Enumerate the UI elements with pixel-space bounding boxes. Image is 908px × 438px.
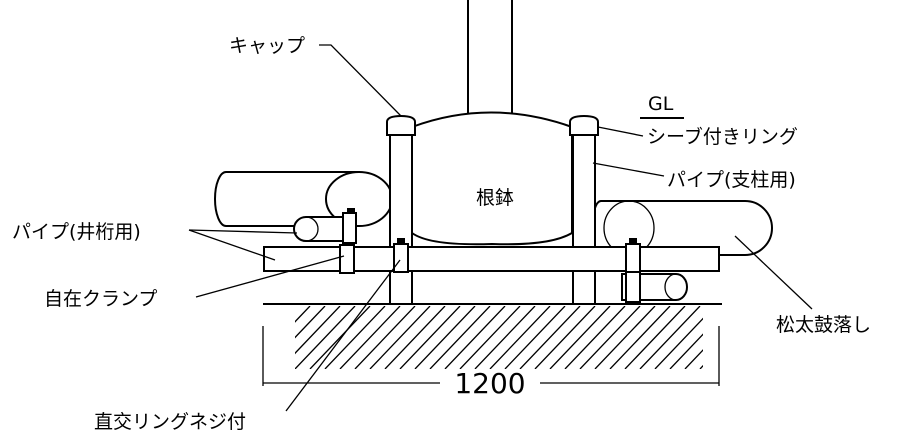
- hatch-line: [609, 306, 671, 369]
- root-ball-shape: [411, 111, 573, 246]
- hatch-line: [534, 306, 596, 369]
- hatch-line: [474, 306, 536, 369]
- hatch-line: [459, 306, 521, 369]
- dimension-1200: [262, 326, 720, 386]
- label-dimension: 1200: [454, 367, 525, 400]
- hatch-line: [339, 306, 401, 369]
- hatch-line: [564, 306, 626, 369]
- log-left: [214, 171, 393, 227]
- hatch-line: [309, 306, 371, 369]
- hatch-line: [444, 306, 506, 369]
- hatch-line: [715, 306, 775, 369]
- hatch-line: [489, 306, 551, 369]
- label-gl: GL: [648, 93, 674, 115]
- hatch-line: [324, 306, 386, 369]
- grid-pipe-upper: [293, 216, 357, 242]
- cap-right: [569, 114, 599, 136]
- hatch-line: [384, 306, 446, 369]
- hatch-line: [594, 306, 656, 369]
- hatch-line: [624, 306, 686, 369]
- post-right: [572, 127, 596, 305]
- label-pipe-grid: パイプ(井桁用): [12, 221, 141, 243]
- free-clamp-upper: [342, 208, 357, 244]
- hatch-line: [429, 306, 491, 369]
- hatch-line: [369, 306, 431, 369]
- post-left: [389, 127, 413, 305]
- hatch-line: [295, 306, 326, 339]
- hatch-line: [639, 306, 701, 369]
- hatch-line: [399, 306, 461, 369]
- label-ortho-ring: 直交リングネジ付: [94, 411, 246, 433]
- label-root-ball: 根鉢: [476, 187, 514, 209]
- hatch-line: [669, 333, 703, 369]
- tree-trunk: [467, 0, 513, 122]
- hatch-line: [579, 306, 641, 369]
- hatch-line: [295, 306, 311, 323]
- label-sheave-ring: シーブ付きリング: [647, 125, 798, 148]
- hatch-line: [414, 306, 476, 369]
- label-log: 松太鼓落し: [776, 314, 871, 336]
- hatch-line: [504, 306, 566, 369]
- hatch-line: [295, 306, 356, 369]
- hatch-line: [699, 364, 703, 369]
- leader-lines: [188, 44, 813, 412]
- hatch-line: [654, 317, 703, 369]
- cap-left: [386, 114, 416, 136]
- ortho-ring-clamp: [393, 238, 409, 273]
- label-cap: キャップ: [229, 35, 305, 57]
- hatch-line: [354, 306, 416, 369]
- ground-hatch: [295, 306, 775, 369]
- hatch-line: [549, 306, 611, 369]
- label-pipe-post: パイプ(支柱用): [667, 169, 796, 191]
- free-clamp-right: [625, 238, 641, 303]
- label-free-clamp: 自在クランプ: [44, 288, 157, 310]
- hatch-line: [684, 349, 703, 369]
- free-clamp-left: [339, 244, 355, 274]
- hatch-line: [519, 306, 581, 369]
- hatch-line: [295, 306, 341, 355]
